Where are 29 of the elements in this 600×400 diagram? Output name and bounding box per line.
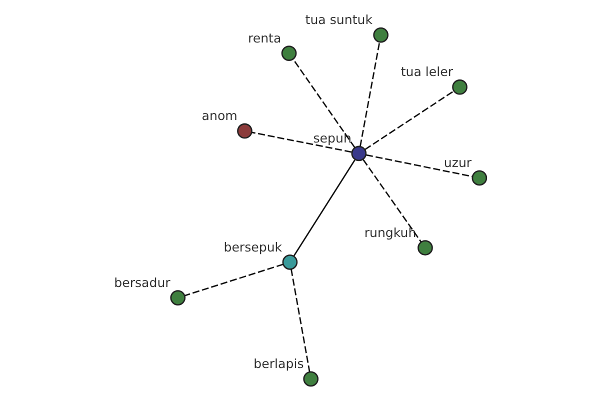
node-circle bbox=[351, 146, 367, 162]
node-circle bbox=[373, 27, 389, 43]
node-circle bbox=[472, 170, 488, 186]
connector bbox=[184, 264, 284, 296]
connector bbox=[364, 90, 454, 150]
node-label: bersadur bbox=[114, 274, 170, 290]
node-circle bbox=[303, 371, 319, 387]
node-label: renta bbox=[248, 30, 282, 46]
node-label: berlapis bbox=[254, 356, 304, 372]
node-label: tua suntuk bbox=[305, 12, 373, 28]
node-circle bbox=[237, 123, 252, 139]
connector bbox=[293, 160, 356, 256]
node-circle bbox=[170, 290, 186, 306]
connector bbox=[362, 159, 422, 242]
connector bbox=[290, 269, 310, 372]
node-label: bersepuk bbox=[224, 239, 282, 254]
node-circle bbox=[452, 79, 468, 95]
node-label: uzur bbox=[444, 155, 472, 170]
connector bbox=[360, 42, 380, 147]
connector bbox=[366, 154, 473, 178]
node-label: anom bbox=[202, 108, 238, 124]
node-label: rungkuh bbox=[364, 224, 416, 240]
node-circle bbox=[282, 254, 298, 270]
node-circle bbox=[281, 46, 297, 61]
connector bbox=[252, 132, 352, 153]
connector bbox=[292, 58, 356, 148]
node-label: tua leler bbox=[400, 64, 454, 80]
node-circle bbox=[418, 240, 433, 256]
node-label: sepuh bbox=[313, 130, 352, 146]
